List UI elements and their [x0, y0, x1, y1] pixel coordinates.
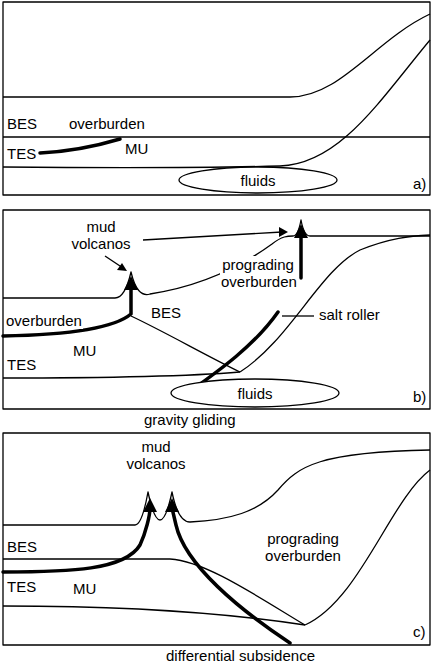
feature-label: mud volcanos — [115, 438, 197, 472]
horizon-name: BES — [6, 115, 38, 132]
mobile-unit — [3, 508, 150, 572]
node-text: fluids — [237, 385, 272, 402]
node-text: fluids — [240, 172, 275, 189]
feature-label: mud volcanos — [60, 218, 142, 252]
subsidence-feeder — [172, 508, 290, 643]
bes-horizon — [3, 136, 430, 137]
horizon-name: TES — [6, 356, 37, 373]
tes-horizon — [3, 40, 430, 168]
arrow-head — [143, 498, 157, 512]
arrow-head — [165, 498, 179, 512]
panel-letter: c) — [412, 623, 427, 640]
arrow-head — [294, 224, 308, 238]
feeder-arrow — [299, 234, 303, 278]
ellipse-outline — [171, 379, 339, 407]
panel-caption: differential subsidence — [165, 647, 316, 664]
ellipse-outline — [179, 167, 337, 193]
leader-line — [143, 232, 282, 240]
unit-name: MU — [124, 140, 149, 157]
leader-line — [282, 315, 314, 316]
horizon-name: BES — [150, 304, 182, 321]
sea-floor — [3, 450, 430, 525]
mobile-unit — [40, 139, 120, 153]
horizon-name: TES — [6, 578, 37, 595]
panel-letter: b) — [412, 388, 427, 405]
arrow-head — [279, 227, 288, 237]
panel-frame — [3, 2, 430, 195]
arrow-head — [124, 276, 138, 290]
mobile-unit — [3, 286, 131, 336]
fluid-body: fluids — [178, 166, 338, 194]
tes-horizon — [3, 372, 240, 378]
feature-label: salt roller — [318, 306, 381, 323]
horizon-name: TES — [6, 145, 37, 162]
panel-frame — [3, 210, 430, 409]
unit-name: prograding overburden — [220, 256, 296, 290]
arrow-head — [117, 263, 127, 271]
fluid-body: fluids — [170, 378, 340, 408]
bes-horizon — [3, 559, 305, 625]
unit-name: overburden — [5, 312, 83, 329]
panel-caption: gravity gliding — [143, 411, 237, 428]
panel-frame — [3, 433, 430, 645]
unit-name: prograding overburden — [262, 530, 344, 564]
panel-letter: a) — [412, 175, 427, 192]
sea-floor — [3, 14, 430, 97]
unit-name: MU — [72, 580, 97, 597]
unit-name: overburden — [68, 115, 146, 132]
bes-horizon — [131, 316, 240, 372]
horizon-name: BES — [6, 538, 38, 555]
unit-name: MU — [72, 342, 97, 359]
